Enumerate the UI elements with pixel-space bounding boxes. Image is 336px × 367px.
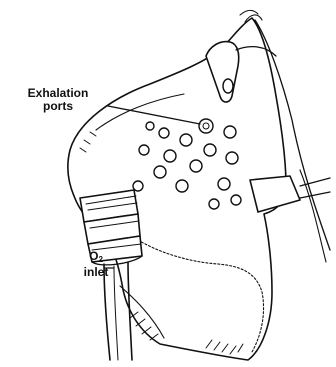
o2-inlet-label-line1: O2 [76, 250, 116, 266]
o2-subscript: 2 [98, 255, 102, 264]
o2-tubing-inner [114, 266, 118, 360]
o2-inlet-label-line2: inlet [76, 266, 116, 279]
strap-clip [206, 42, 239, 102]
hair-strands [240, 10, 262, 22]
mask-fold [120, 286, 164, 338]
exhalation-label-line2: ports [8, 100, 108, 113]
o2-inlet-label: O2 inlet [76, 250, 116, 279]
strap-band-top [236, 47, 276, 56]
cheek-line [300, 170, 326, 262]
side-strap [250, 176, 300, 212]
head-outline [255, 20, 330, 250]
mask-shading-left [80, 132, 96, 152]
exhalation-leader-line [108, 106, 200, 124]
exhalation-ports [133, 119, 241, 209]
exhalation-ports-label: Exhalation ports [8, 87, 108, 113]
